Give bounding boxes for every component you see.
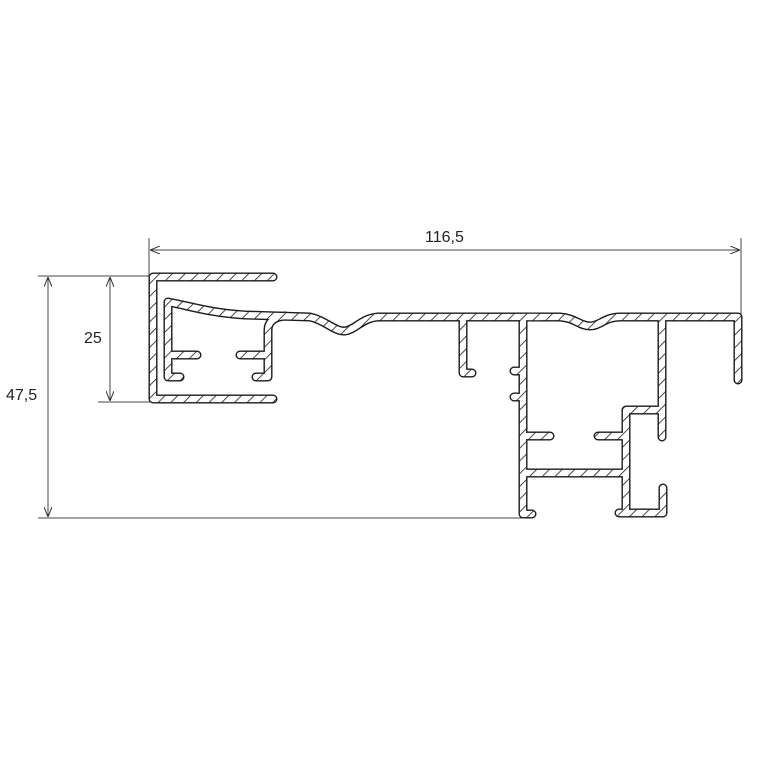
profile-wall-inner-left-wall [164, 298, 544, 381]
inner-height-dimension-label: 25 [84, 330, 102, 347]
profile-wall-step [615, 406, 667, 517]
total-height-dimension-label: 47,5 [6, 387, 38, 404]
profile-wall-main-wall [519, 313, 536, 518]
profile-wall-main-hooks [510, 367, 527, 401]
profile-section [148, 272, 743, 519]
profile-wall-stem [459, 313, 476, 377]
dimension-lines [38, 238, 742, 519]
profile-wall-top-right [519, 313, 742, 384]
profile-wall-top-right [518, 312, 743, 385]
profile-wall-outer-c-channel [149, 273, 277, 403]
profile-wall-inner-box-right-wall [264, 312, 289, 381]
width-dimension-label: 116,5 [425, 229, 464, 246]
